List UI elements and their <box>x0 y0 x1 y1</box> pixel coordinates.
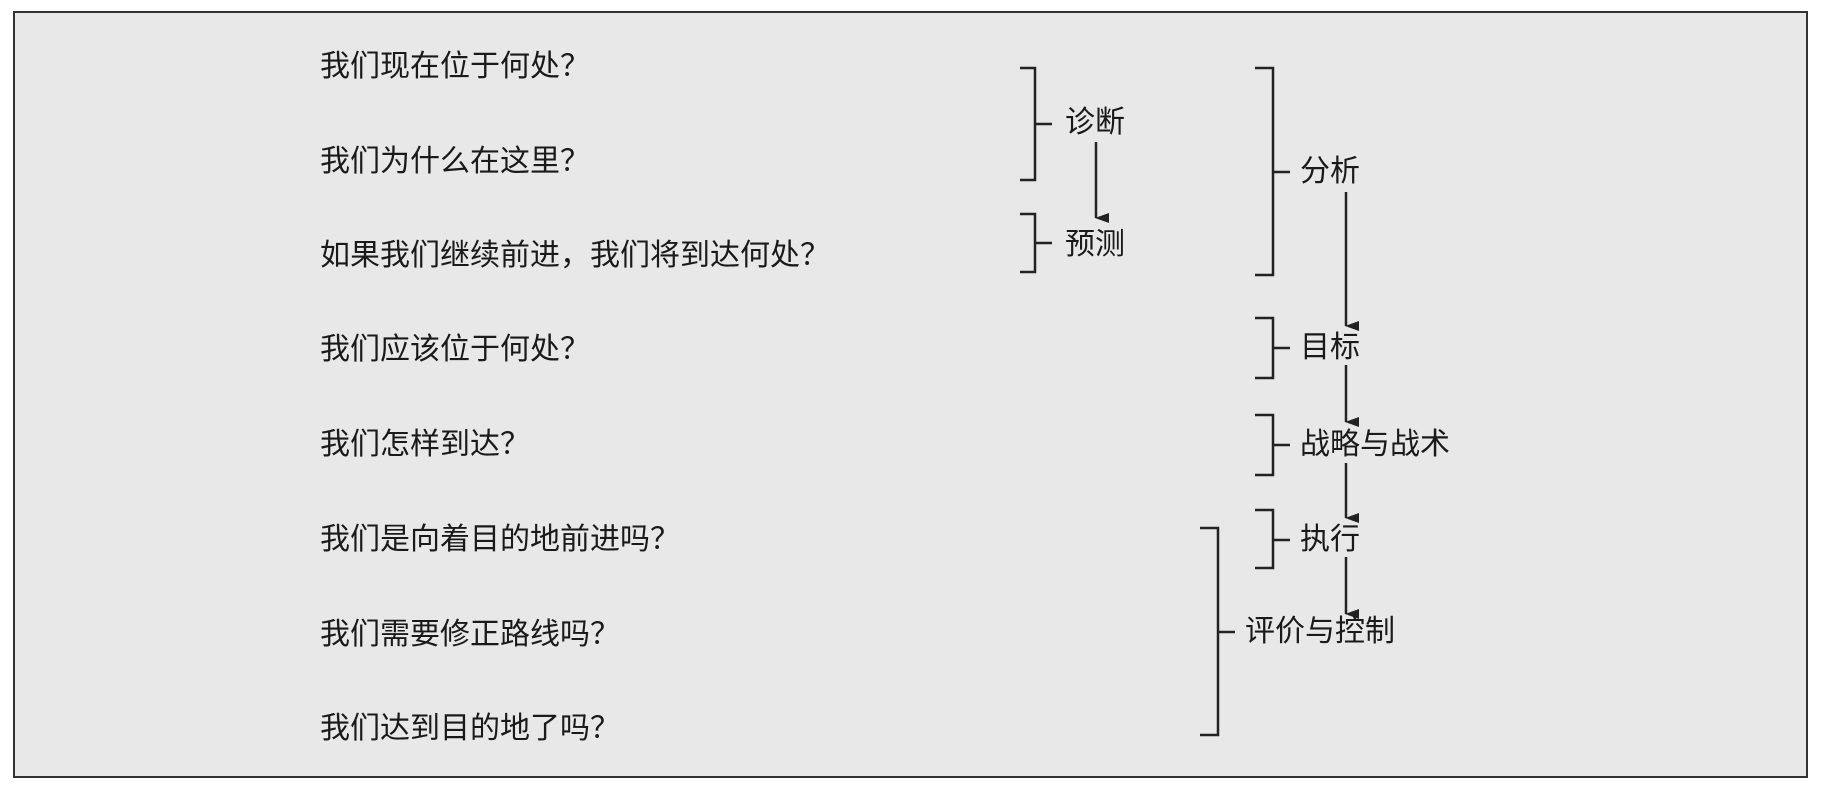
bracket-evaluation <box>1200 526 1235 737</box>
question-why-here: 我们为什么在这里？ <box>320 144 590 179</box>
label-execution: 执行 <box>1300 522 1360 557</box>
label-forecast: 预测 <box>1065 227 1125 262</box>
bracket-diagnosis <box>1020 66 1052 182</box>
question-how-get-there: 我们怎样到达？ <box>320 427 530 462</box>
label-evaluation-control: 评价与控制 <box>1245 614 1395 649</box>
question-where-should-be: 我们应该位于何处？ <box>320 332 590 367</box>
question-heading-right: 我们是向着目的地前进吗？ <box>320 522 680 557</box>
question-where-going: 如果我们继续前进，我们将到达何处？ <box>320 238 830 273</box>
label-strategy-tactics: 战略与战术 <box>1300 427 1450 462</box>
bracket-forecast <box>1020 212 1052 274</box>
label-analysis: 分析 <box>1300 154 1360 189</box>
label-objectives: 目标 <box>1300 330 1360 365</box>
bracket-strategy <box>1255 413 1290 477</box>
bracket-execution <box>1255 508 1290 570</box>
bracket-analysis <box>1255 66 1290 277</box>
label-diagnosis: 诊断 <box>1065 105 1125 140</box>
question-where-now: 我们现在位于何处？ <box>320 49 590 84</box>
question-need-correction: 我们需要修正路线吗？ <box>320 617 620 652</box>
question-arrived: 我们达到目的地了吗？ <box>320 711 620 746</box>
bracket-objectives <box>1255 316 1290 380</box>
diagram-frame <box>13 11 1808 778</box>
